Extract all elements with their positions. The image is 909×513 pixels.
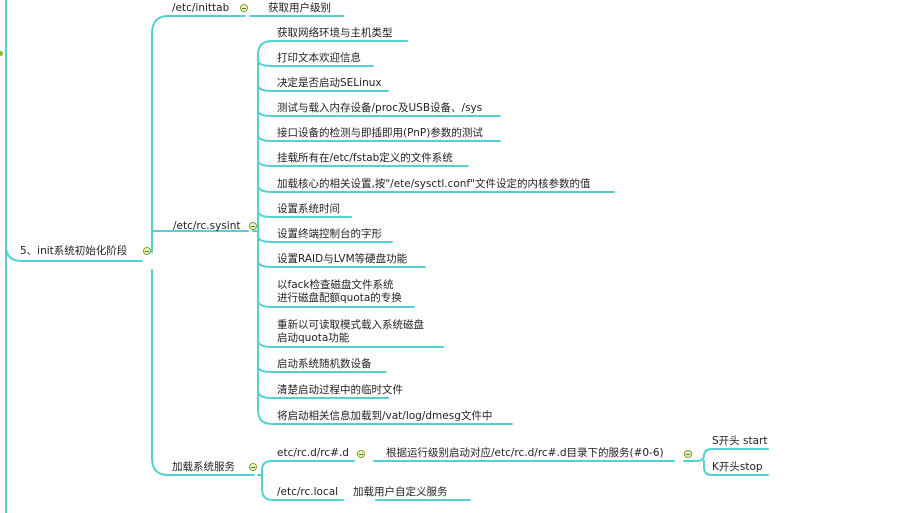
topic-etc-rc-local[interactable]: /etc/rc.local [277,486,339,498]
topic-selinux[interactable]: 决定是否启动SELinux [277,77,382,89]
topic-k-stop[interactable]: K开头stop [712,461,763,473]
topic-network-host-type[interactable]: 获取网络环境与主机类型 [277,27,393,39]
collapse-minus-icon[interactable] [240,4,248,12]
root-topic[interactable]: 5、init系统初始化阶段 [20,245,128,257]
topic-dmesg-log[interactable]: 将启动相关信息加载到/vat/log/dmesg文件中 [277,410,493,422]
topic-line: 进行磁盘配额quota的专换 [277,292,402,304]
branch-etc-rc-sysint[interactable]: /etc/rc.sysint [173,220,241,232]
collapse-minus-icon[interactable] [357,450,365,458]
branch-etc-inittab[interactable]: /etc/inittab [172,2,230,14]
topic-proc-usb-sys[interactable]: 测试与载入内存设备/proc及USB设备、/sys [277,102,483,114]
topic-random-device[interactable]: 启动系统随机数设备 [277,358,372,370]
topic-raid-lvm[interactable]: 设置RAID与LVM等硬盘功能 [277,253,408,265]
topic-fsck-quota[interactable]: 以fack检查磁盘文件系统 进行磁盘配额quota的专换 [277,279,402,305]
topic-runlevel-services[interactable]: 根据运行级别启动对应/etc/rc.d/rc#.d目录下的服务(#0-6) [386,447,664,459]
topic-s-start[interactable]: S开头 start [712,435,768,447]
topic-load-user-services[interactable]: 加载用户自定义服务 [353,486,448,498]
topic-rc-d-rcn-d[interactable]: etc/rc.d/rc#.d [277,447,349,459]
topic-console-font[interactable]: 设置终端控制台的字形 [277,228,382,240]
topic-line: 启动quota功能 [277,332,350,344]
collapse-minus-icon[interactable] [143,247,151,255]
collapse-minus-icon[interactable] [684,450,692,458]
branch-load-services[interactable]: 加载系统服务 [172,461,235,473]
topic-clear-temp-files[interactable]: 清楚启动过程中的临时文件 [277,384,403,396]
collapse-minus-icon[interactable] [249,463,257,471]
topic-mount-fstab[interactable]: 挂载所有在/etc/fstab定义的文件系统 [277,152,453,164]
topic-system-time[interactable]: 设置系统时间 [277,203,340,215]
topic-line: 重新以可读取模式载入系统磁盘 [277,319,424,331]
topic-sysctl-kernel-params[interactable]: 加载核心的相关设置,按"/ete/sysctl.conf"文件设定的内核参数的值 [277,178,591,190]
topic-line: 以fack检查磁盘文件系统 [277,279,394,291]
topic-print-welcome[interactable]: 打印文本欢迎信息 [277,52,361,64]
topic-remount-quota[interactable]: 重新以可读取模式载入系统磁盘 启动quota功能 [277,319,424,345]
topic-pnp-test[interactable]: 接口设备的检测与即插即用(PnP)参数的测试 [277,127,483,139]
left-edge-node-marker [0,51,3,56]
collapse-minus-icon[interactable] [249,222,257,230]
topic-get-user-level[interactable]: 获取用户级别 [268,2,331,14]
